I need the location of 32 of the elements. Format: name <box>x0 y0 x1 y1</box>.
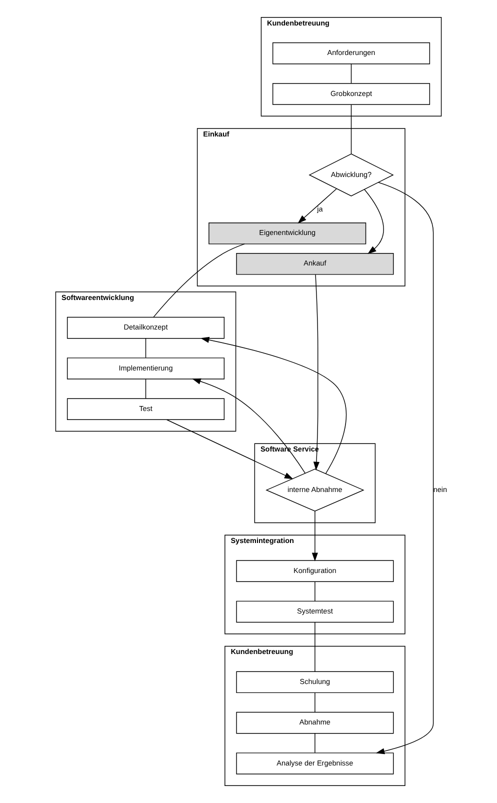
arrow <box>192 378 306 474</box>
arrow <box>364 189 384 254</box>
connector <box>350 104 352 154</box>
connector <box>350 64 352 84</box>
connector <box>314 733 316 754</box>
edge-label: ja <box>317 204 323 214</box>
node-box: Anforderungen <box>272 42 430 64</box>
connector <box>145 338 146 358</box>
arrow <box>376 182 434 754</box>
node-box: Detailkonzept <box>66 316 225 339</box>
node-box: Ankauf <box>236 253 394 275</box>
node-box: Eigenentwicklung <box>208 222 366 244</box>
connector <box>314 622 316 672</box>
connector <box>145 378 146 399</box>
node-box: Abnahme <box>236 712 394 734</box>
node-box: Grobkonzept <box>272 83 430 105</box>
node-box: Implementierung <box>66 358 225 380</box>
node-box: Konfiguration <box>236 560 394 582</box>
node-box: Analyse der Ergebnisse <box>236 752 394 774</box>
node-diamond: interne Abnahme <box>266 468 364 512</box>
node-diamond: Abwicklung? <box>308 153 394 196</box>
connector <box>314 581 316 602</box>
arrow <box>166 419 294 480</box>
arrow <box>200 336 347 474</box>
edge-label: nein <box>433 484 448 494</box>
node-box: Test <box>66 398 225 420</box>
node-box: Schulung <box>236 671 394 694</box>
node-box: Systemtest <box>236 600 394 623</box>
arrow <box>312 510 318 562</box>
connector <box>314 692 316 712</box>
arrow <box>313 274 320 471</box>
arrow <box>298 188 337 224</box>
